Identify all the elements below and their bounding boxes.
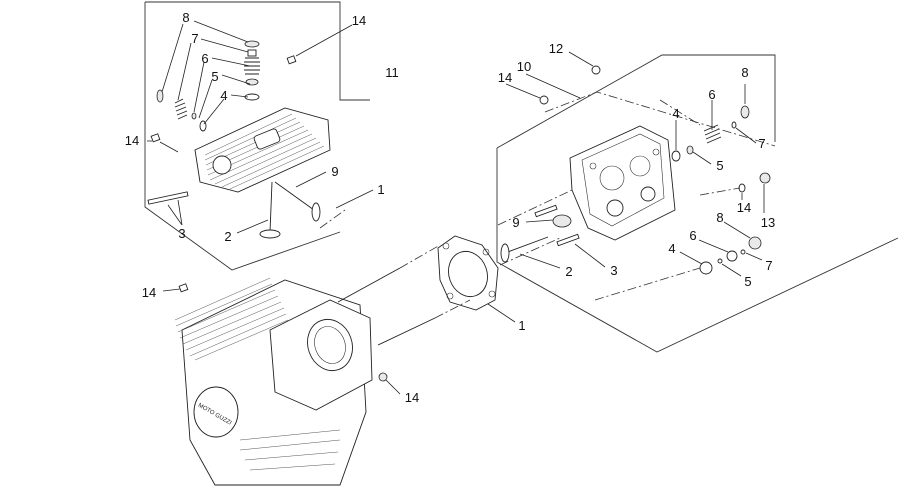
callout-2: 2 — [565, 264, 572, 279]
callout-14: 14 — [142, 285, 156, 300]
callout-14: 14 — [737, 200, 751, 215]
left-head-frame — [144, 1, 370, 271]
callout-1: 1 — [518, 318, 525, 333]
callout-14: 14 — [125, 133, 139, 148]
right-valve-train — [539, 65, 771, 275]
callout-10: 10 — [517, 59, 531, 74]
callout-13: 13 — [761, 215, 775, 230]
callout-3: 3 — [178, 226, 185, 241]
leader-lines — [147, 20, 765, 395]
callout-8: 8 — [741, 65, 748, 80]
callout-7: 7 — [191, 31, 198, 46]
left-cylinder-head — [194, 107, 331, 193]
engine-block: MOTO GUZZI — [174, 277, 373, 486]
callout-6: 6 — [708, 87, 715, 102]
callout-7: 7 — [758, 136, 765, 151]
callout-14: 14 — [498, 70, 512, 85]
callout-4: 4 — [668, 241, 675, 256]
callout-9: 9 — [331, 164, 338, 179]
right-valves-and-pins — [500, 204, 580, 263]
callout-3: 3 — [610, 263, 617, 278]
stud-lines — [319, 99, 741, 346]
small-bushings-lower — [378, 372, 388, 382]
callout-4: 4 — [220, 88, 227, 103]
left-valves-and-pins — [147, 55, 321, 293]
callout-14: 14 — [405, 390, 419, 405]
callout-6: 6 — [689, 228, 696, 243]
right-cylinder-head — [569, 125, 676, 241]
callout-5: 5 — [211, 69, 218, 84]
callout-14: 14 — [352, 13, 366, 28]
callout-1: 1 — [377, 182, 384, 197]
callout-5: 5 — [716, 158, 723, 173]
callout-4: 4 — [672, 106, 679, 121]
callout-5: 5 — [744, 274, 751, 289]
callout-8: 8 — [716, 210, 723, 225]
callout-9: 9 — [512, 215, 519, 230]
callout-7: 7 — [765, 258, 772, 273]
callout-labels: 8 7 6 5 4 14 11 14 9 1 3 2 12 10 14 4 6 … — [125, 10, 775, 405]
callout-6: 6 — [201, 51, 208, 66]
callout-11: 11 — [385, 65, 399, 80]
callout-2: 2 — [224, 229, 231, 244]
head-gasket — [437, 235, 499, 311]
callout-8: 8 — [182, 10, 189, 25]
right-head-frame — [496, 54, 899, 353]
callout-12: 12 — [549, 41, 563, 56]
